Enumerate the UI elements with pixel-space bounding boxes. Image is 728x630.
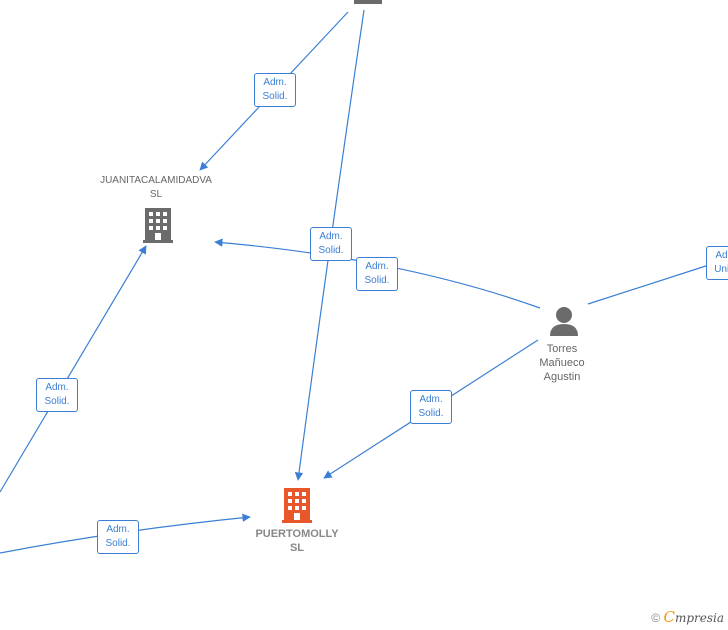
edge-label-top-puertomolly[interactable]: Adm. Solid. — [310, 227, 352, 261]
edge-label-top-juanita[interactable]: Adm. Solid. — [254, 73, 296, 107]
edge-label-line1: Adm. — [715, 250, 728, 261]
node-label-line2: SL — [149, 189, 163, 200]
brand-name: mpresia — [674, 611, 724, 625]
empresia-watermark[interactable]: © Cmpresia — [651, 608, 724, 626]
edge-label-line1: Adm. — [319, 231, 343, 242]
edge-label-line1: Adm. — [263, 77, 287, 88]
edge-label-line2: Solid. — [318, 245, 344, 256]
node-label-line1: PUERTOMOLLY — [255, 528, 339, 540]
node-label-line1: Torres — [546, 343, 578, 355]
edge-label-line2: Solid. — [364, 275, 390, 286]
edge-label-torres-right[interactable]: Adm. Unico — [706, 246, 728, 280]
node-label-line3: Agustin — [543, 371, 581, 383]
node-label-torres[interactable]: Torres Mañueco Agustin — [512, 342, 612, 384]
building-icon-puertomolly[interactable] — [282, 488, 312, 523]
edge-label-torres-juanita[interactable]: Adm. Solid. — [356, 257, 398, 291]
edge-label-line1: Adm. — [365, 261, 389, 272]
edge-label-left-puertomolly[interactable]: Adm. Solid. — [97, 520, 139, 554]
edge-label-line1: Adm. — [419, 394, 443, 405]
edge-label-line2: Unico — [714, 264, 728, 275]
edge-label-line2: Solid. — [418, 408, 444, 419]
edge-label-line2: Solid. — [105, 538, 131, 549]
edge-label-line2: Solid. — [262, 91, 288, 102]
edge-label-line1: Adm. — [106, 524, 130, 535]
edge-label-line1: Adm. — [45, 382, 69, 393]
edge-label-torres-puertomolly[interactable]: Adm. Solid. — [410, 390, 452, 424]
brand-initial: C — [663, 608, 675, 626]
edge-label-line2: Solid. — [44, 396, 70, 407]
person-icon-torres[interactable] — [550, 307, 578, 336]
building-icon-top[interactable] — [354, 0, 382, 4]
node-label-puertomolly[interactable]: PUERTOMOLLY SL — [222, 527, 372, 555]
node-label-line2: Mañueco — [539, 357, 585, 369]
building-icon-juanita[interactable] — [143, 208, 173, 243]
node-label-line2: SL — [289, 542, 305, 554]
edge-torres-to-right[interactable] — [587, 263, 713, 305]
copyright-icon: © — [651, 611, 661, 625]
edge-left-to-juanita[interactable] — [0, 245, 147, 493]
node-label-juanita[interactable]: JUANITACALAMIDADVA SL — [76, 174, 236, 202]
node-label-line1: JUANITACALAMIDADVA — [100, 175, 212, 186]
edge-label-left-juanita[interactable]: Adm. Solid. — [36, 378, 78, 412]
